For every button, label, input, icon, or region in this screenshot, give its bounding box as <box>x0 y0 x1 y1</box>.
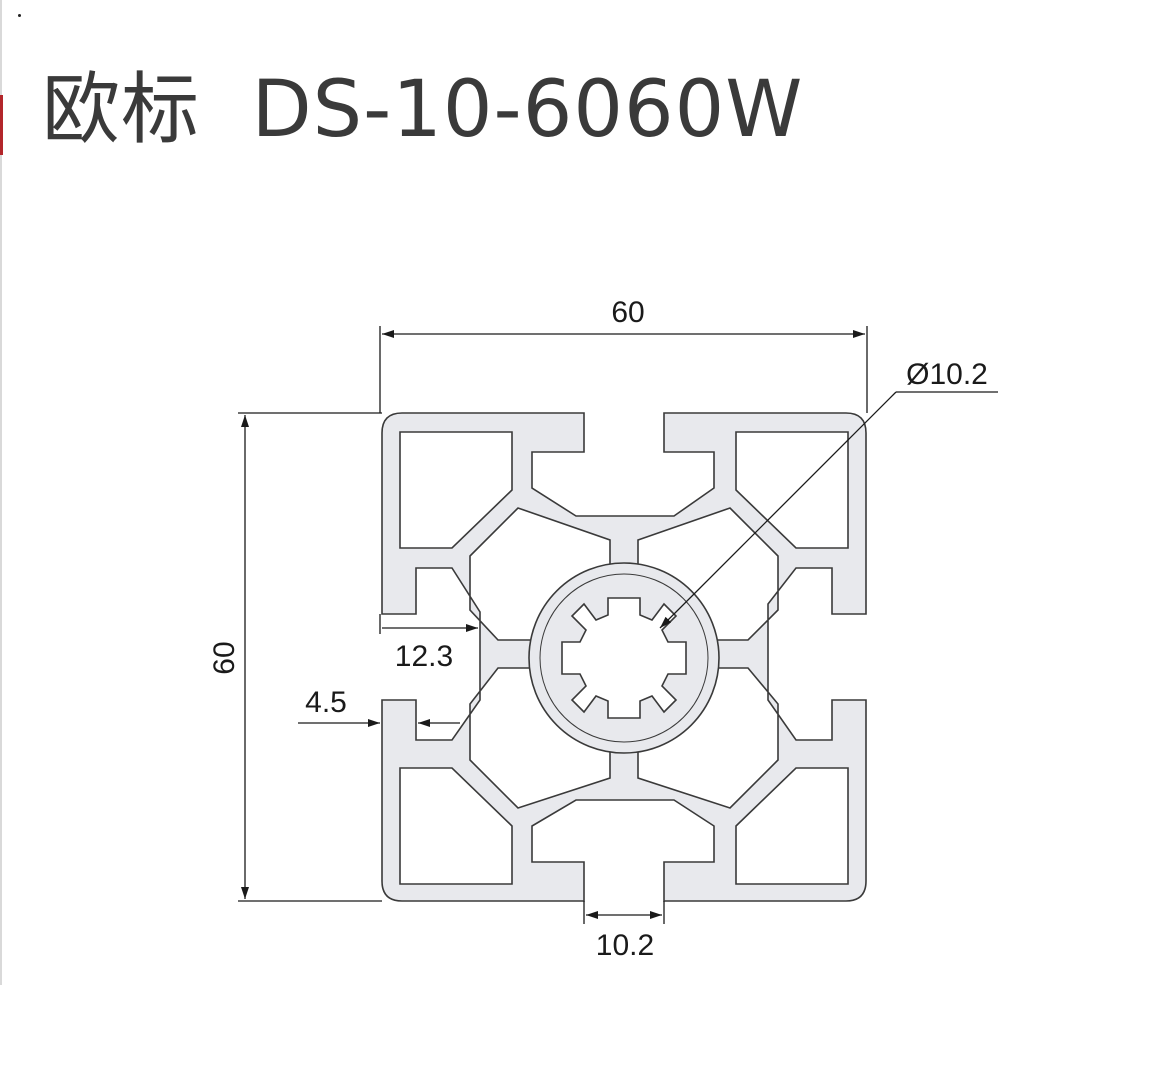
dimension-slot-opening <box>583 901 665 924</box>
dimension-slot-depth-label: 12.3 <box>395 640 453 673</box>
page-left-border <box>0 0 2 985</box>
dimension-width <box>379 326 868 413</box>
dimension-bore-leader <box>659 391 998 629</box>
dimension-bore-label: Ø10.2 <box>906 358 988 391</box>
title-accent-bar <box>0 95 3 155</box>
dimension-width-label: 60 <box>611 296 644 329</box>
core-inner-ring <box>539 573 709 743</box>
dimension-slot-depth <box>379 614 478 634</box>
page-title: 欧标 DS-10-6060W <box>42 65 804 155</box>
corner-dot <box>18 14 21 17</box>
profile-cross-section <box>381 412 867 902</box>
dimension-height <box>238 412 382 902</box>
dimension-slot-opening-label: 10.2 <box>596 929 654 962</box>
dimension-wall-label: 4.5 <box>305 686 347 719</box>
splined-bore <box>561 597 687 719</box>
dimension-height-label: 60 <box>208 641 241 674</box>
